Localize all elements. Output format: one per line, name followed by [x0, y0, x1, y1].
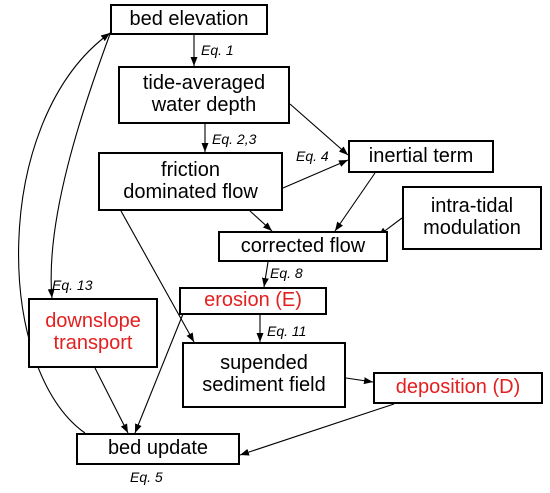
arrow-inertial-to-corrected [334, 172, 376, 232]
arrow-depth-to-inertial [289, 103, 349, 156]
eq-label-1: Eq. 1 [201, 42, 234, 58]
node-corrected-flow: corrected flow [218, 231, 388, 262]
arrow-erosion-to-update [134, 308, 186, 434]
eq-label-13: Eq. 13 [52, 277, 93, 293]
node-bed-update: bed update [76, 433, 240, 465]
node-bed-elevation: bed elevation [110, 4, 268, 35]
eq-label-11: Eq. 11 [267, 323, 307, 339]
eq-label-8: Eq. 8 [270, 265, 303, 281]
node-inertial-term: inertial term [348, 140, 494, 173]
arrow-friction-to-corrected [249, 210, 273, 232]
node-tide-averaged-water-depth: tide-averaged water depth [118, 66, 290, 124]
arrow-update-to-bed [18, 32, 111, 434]
arrow-downslope-to-update [94, 367, 129, 434]
eq-label-2-3: Eq. 2,3 [212, 131, 257, 147]
arrow-friction-to-inertial [282, 159, 349, 189]
arrow-bed-to-downslope [47, 33, 111, 299]
node-erosion: erosion (E) [179, 287, 327, 315]
node-friction-dominated-flow: friction dominated flow [98, 152, 283, 211]
node-intra-tidal-modulation: intra-tidal modulation [402, 186, 542, 250]
arrow-deposition-to-update [239, 403, 395, 456]
node-deposition: deposition (D) [373, 372, 543, 404]
arrow-corrected-to-erosion [261, 261, 269, 288]
node-suspended-sediment-field: supended sediment field [182, 342, 346, 408]
arrow-sediment-to-deposition [345, 377, 374, 385]
node-downslope-transport: downslope transport [28, 298, 158, 368]
eq-label-4: Eq. 4 [296, 148, 329, 164]
eq-label-5: Eq. 5 [130, 469, 163, 485]
arrow-friction-to-sediment [120, 210, 195, 343]
